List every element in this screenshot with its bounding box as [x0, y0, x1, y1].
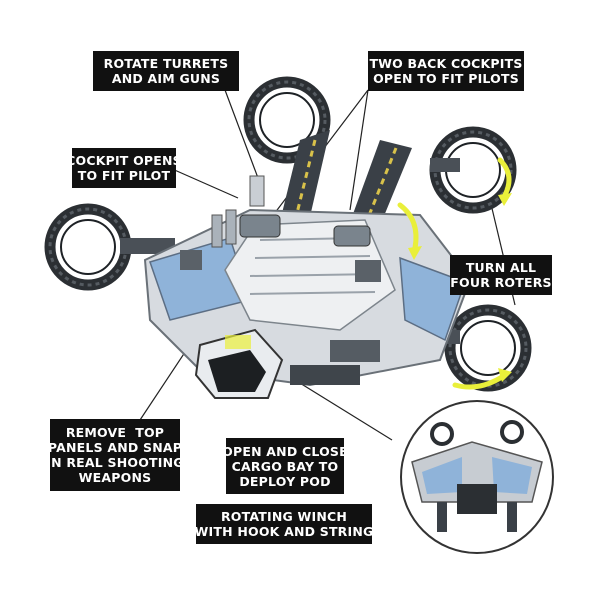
cargo-pod-illustration [411, 420, 543, 532]
callout-rotate-turrets: ROTATE TURRETS AND AIM GUNS [93, 51, 239, 91]
callout-winch-line-1: ROTATING WINCH [220, 509, 348, 524]
callout-turn-rotors: TURN ALL FOUR ROTERS [450, 255, 552, 295]
callout-cockpit-opens-line-1: COCKPIT OPENS [66, 153, 182, 168]
callout-winch-line-2: WITH HOOK AND STRING [194, 524, 374, 539]
callout-remove-panels-line-3: IN REAL SHOOTING [46, 455, 184, 470]
callout-cargo-bay-line-2: CARGO BAY TO [231, 458, 339, 474]
callout-back-cockpits: TWO BACK COCKPITS OPEN TO FIT PILOTS [368, 51, 524, 91]
rotor-front-right [450, 310, 526, 386]
callout-turn-rotors-line-2: FOUR ROTERS [450, 275, 552, 290]
arrow-heads [408, 193, 512, 382]
callout-remove-panels-line-1: REMOVE TOP [65, 425, 165, 440]
callout-back-cockpits-line-1: TWO BACK COCKPITS [369, 56, 523, 71]
callout-rotate-turrets-line-1: ROTATE TURRETS [103, 56, 229, 71]
callout-turn-rotors-line-1: TURN ALL [465, 260, 537, 275]
callout-back-cockpits-line-2: OPEN TO FIT PILOTS [373, 71, 519, 86]
callout-cargo-bay-line-1: OPEN AND CLOSE [222, 443, 348, 459]
callout-cargo-bay-line-3: DEPLOY POD [239, 473, 331, 489]
callout-rotate-turrets-line-2: AND AIM GUNS [111, 71, 221, 86]
callout-cargo-bay: OPEN AND CLOSE CARGO BAY TO DEPLOY POD [222, 438, 348, 494]
callout-remove-panels-line-2: PANELS AND SNAP [47, 440, 183, 455]
callout-winch: ROTATING WINCH WITH HOOK AND STRING [194, 504, 374, 544]
main-hull [143, 175, 472, 399]
callout-remove-panels: REMOVE TOP PANELS AND SNAP IN REAL SHOOT… [46, 419, 184, 491]
callout-cockpit-opens: COCKPIT OPENS TO FIT PILOT [66, 148, 182, 188]
rotor-front-left [50, 209, 126, 285]
callout-remove-panels-line-4: WEAPONS [78, 470, 152, 485]
callout-cockpit-opens-line-2: TO FIT PILOT [77, 168, 171, 183]
cargo-pod-inset [400, 400, 554, 554]
